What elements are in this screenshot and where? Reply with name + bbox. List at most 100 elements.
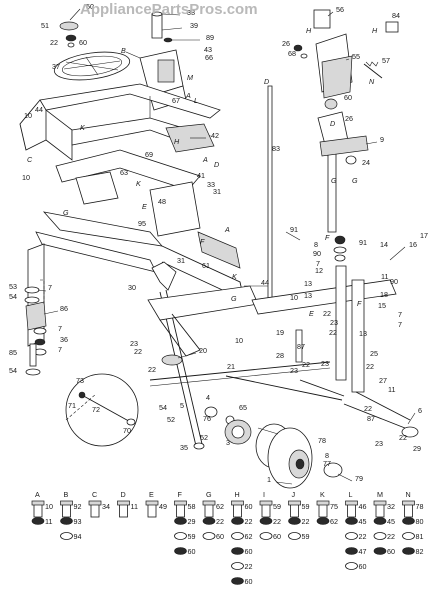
- callout-42: 42: [211, 131, 219, 140]
- legend-letter-N: N: [406, 490, 411, 499]
- callout-22: 22: [148, 365, 156, 374]
- callout-95: 95: [138, 219, 146, 228]
- legend-part-62: 62: [245, 532, 253, 541]
- callout-9: 9: [380, 135, 384, 144]
- legend-part-22: 22: [245, 562, 253, 571]
- callout-23: 23: [321, 359, 329, 368]
- callout-91: 91: [359, 238, 367, 247]
- legend-part-22: 22: [387, 532, 395, 541]
- callout-13: 13: [304, 279, 312, 288]
- callout-60: 60: [344, 93, 352, 102]
- callout-31: 31: [177, 256, 185, 265]
- front-wheel-drawing: [204, 406, 343, 489]
- legend-washer-shape: [60, 532, 73, 540]
- callout-53: 53: [9, 282, 17, 291]
- connection-letter-M: M: [187, 73, 193, 82]
- callout-18: 18: [380, 290, 388, 299]
- callout-71: 71: [68, 401, 76, 410]
- legend-letter-C: C: [92, 490, 97, 499]
- legend-washer-shape: [402, 547, 415, 555]
- left-bracket-drawing: [24, 243, 47, 376]
- legend-part-22: 22: [273, 517, 281, 526]
- steering-gear-box-drawing: [293, 9, 399, 110]
- legend-letter-D: D: [121, 490, 126, 499]
- callout-51: 51: [41, 21, 49, 30]
- legend-part-59: 59: [188, 532, 196, 541]
- connection-letter-F: F: [357, 299, 362, 308]
- callout-22: 22: [302, 360, 310, 369]
- callout-7: 7: [398, 320, 402, 329]
- callout-91: 91: [290, 225, 298, 234]
- legend-part-10: 10: [45, 502, 53, 511]
- legend-part-59: 59: [273, 502, 281, 511]
- callout-90: 90: [390, 277, 398, 286]
- connection-letter-G: G: [331, 176, 337, 185]
- callout-23: 23: [290, 366, 298, 375]
- legend-head-shape: [373, 500, 387, 506]
- callout-89: 89: [206, 33, 214, 42]
- callout-22: 22: [329, 328, 337, 337]
- legend-part-62: 62: [330, 517, 338, 526]
- legend-part-93: 93: [74, 517, 82, 526]
- leader-lines: [37, 8, 416, 485]
- connection-letter-H: H: [372, 26, 378, 35]
- legend-part-11: 11: [131, 502, 138, 511]
- parts-line-art: [19, 8, 419, 489]
- callout-39: 39: [190, 21, 198, 30]
- callout-1: 1: [267, 475, 271, 484]
- callout-22: 22: [364, 404, 372, 413]
- legend-washer-shape: [288, 517, 301, 525]
- connection-letter-K: K: [136, 179, 142, 188]
- legend-washer-shape: [345, 562, 358, 570]
- callout-24: 24: [362, 158, 370, 167]
- legend-washer-shape: [373, 532, 387, 540]
- legend-letter-F: F: [178, 490, 183, 499]
- callout-30: 30: [128, 283, 136, 292]
- callout-27: 27: [379, 376, 387, 385]
- callout-11: 11: [388, 385, 395, 394]
- callout-10: 10: [24, 111, 32, 120]
- callout-17: 17: [420, 231, 428, 240]
- callout-87: 87: [367, 414, 375, 423]
- legend-washer-shape: [345, 517, 358, 525]
- legend-part-22: 22: [302, 517, 310, 526]
- legend-letter-K: K: [320, 490, 325, 499]
- callout-35: 35: [180, 443, 188, 452]
- callout-90: 90: [313, 249, 321, 258]
- legend-part-59: 59: [302, 502, 310, 511]
- callout-28: 28: [276, 351, 284, 360]
- connection-letter-A: A: [224, 225, 230, 234]
- connection-letter-F: F: [200, 237, 205, 246]
- connection-letter-G: G: [63, 208, 69, 217]
- callout-55: 55: [352, 52, 360, 61]
- legend-part-75: 75: [330, 502, 338, 511]
- legend-part-80: 80: [416, 517, 424, 526]
- legend-washer-shape: [202, 517, 216, 525]
- legend-part-22: 22: [245, 517, 253, 526]
- legend-column-C: C 34: [88, 490, 110, 518]
- connection-letter-L: L: [194, 96, 198, 105]
- callout-54: 54: [159, 403, 167, 412]
- legend-washer-shape: [402, 517, 415, 525]
- callout-3: 3: [226, 438, 230, 447]
- callout-48: 48: [158, 197, 166, 206]
- legend-part-60: 60: [245, 502, 253, 511]
- legend-washer-shape: [202, 532, 216, 540]
- legend-washer-shape: [31, 517, 45, 525]
- legend-part-60: 60: [245, 547, 253, 556]
- legend-part-34: 34: [102, 502, 110, 511]
- legend-washer-shape: [231, 562, 244, 570]
- legend-washer-shape: [345, 547, 358, 555]
- hardware-legend: A1011B929394C34D11E49F58295960G622260H60…: [31, 490, 424, 586]
- callout-43: 43: [204, 45, 212, 54]
- mid-frame-drawing: [35, 149, 245, 301]
- connection-letter-A: A: [185, 91, 191, 100]
- callout-29: 29: [413, 444, 421, 453]
- legend-letter-L: L: [349, 490, 353, 499]
